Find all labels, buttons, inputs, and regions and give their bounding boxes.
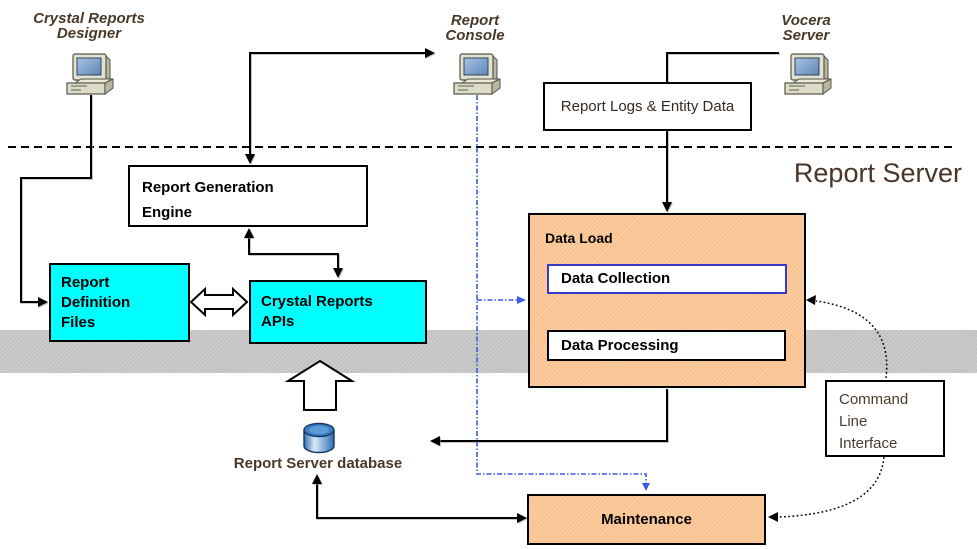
report-logs-entity-data-box: Report Logs & Entity Data — [543, 82, 752, 131]
report-server-database-label: Report Server database — [233, 455, 403, 472]
data-collection-box: Data Collection — [547, 264, 787, 294]
vocera-server-label: Vocera Server — [781, 12, 831, 44]
command-line-interface-box: Command Line Interface — [825, 380, 945, 457]
crystal-reports-apis-box: Crystal Reports APIs — [249, 280, 427, 344]
computer-icon-designer — [66, 53, 114, 95]
crystal-reports-designer-label: Crystal Reports Designer — [33, 10, 145, 42]
computer-icon-vocera — [784, 53, 832, 95]
report-server-zone-title: Report Server — [793, 158, 962, 188]
big-up-arrow — [284, 359, 356, 411]
report-console-label: Report Console — [445, 12, 505, 44]
computer-icon-console — [453, 53, 501, 95]
maintenance-box: Maintenance — [527, 494, 766, 545]
report-definition-files-box: Report Definition Files — [49, 263, 190, 342]
report-generation-engine-box: Report Generation Engine — [128, 165, 368, 227]
database-icon — [303, 422, 335, 454]
data-processing-box: Data Processing — [547, 330, 786, 361]
data-load-label: Data Load — [545, 230, 613, 246]
data-load-box: Data Load — [528, 213, 806, 388]
double-headed-arrow — [189, 286, 249, 318]
